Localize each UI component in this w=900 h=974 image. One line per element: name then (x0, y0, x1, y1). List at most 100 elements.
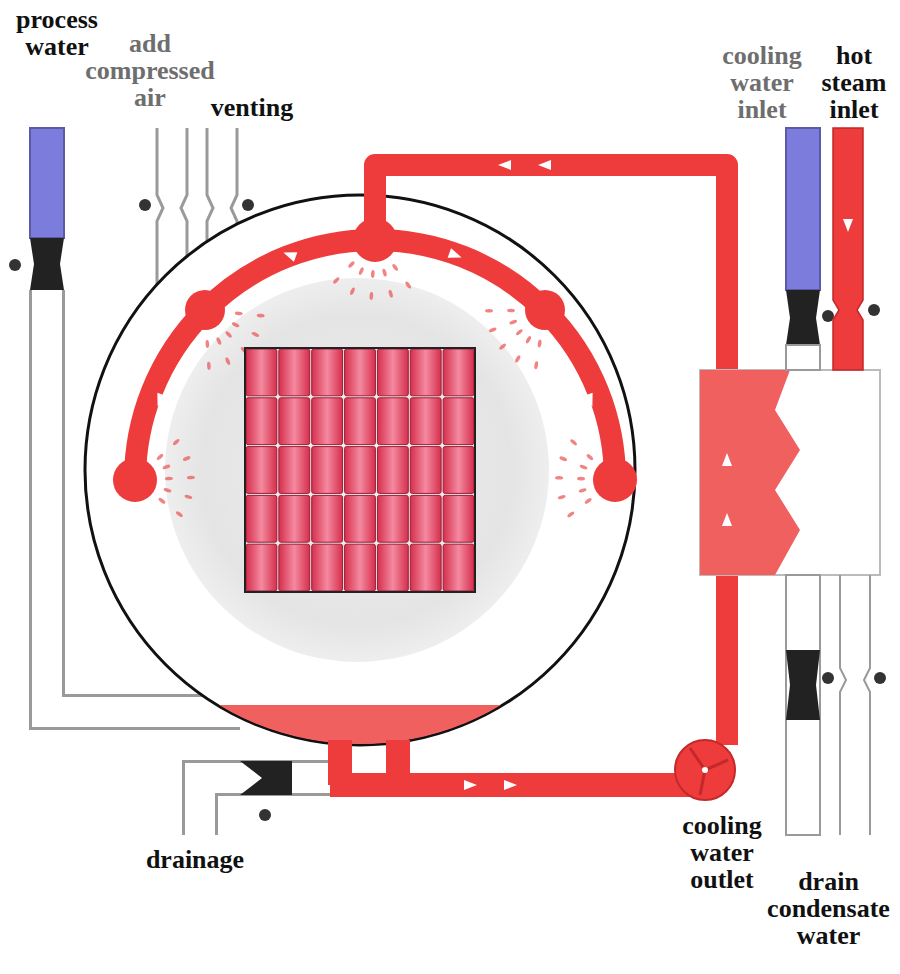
spray-drop (251, 331, 260, 338)
load-cylinder (443, 398, 474, 445)
spray-drop (347, 260, 355, 268)
valve-dot (874, 672, 886, 684)
spray-drop (175, 510, 184, 518)
blue-pipe (786, 128, 820, 290)
heat-exchanger (700, 370, 880, 575)
flow-arrow (504, 780, 517, 790)
spray-drop (404, 281, 412, 290)
pipe-outline (840, 575, 870, 835)
part-label: add compressed air (80, 30, 220, 111)
spray-drops (156, 260, 594, 518)
load-cylinder (246, 349, 277, 396)
spray-drop (586, 453, 594, 461)
load-cylinder (410, 544, 441, 591)
spray-drop (577, 477, 585, 481)
load-cylinder (410, 349, 441, 396)
flow-arrow (722, 513, 732, 526)
spray-drop (205, 340, 209, 348)
valve-dot (9, 259, 21, 271)
load-cylinder (279, 398, 310, 445)
spray-drop (332, 276, 340, 284)
flow-arrow (498, 160, 511, 170)
spray-drop (567, 510, 576, 518)
part-label: cooling water outlet (666, 812, 778, 893)
spray-drop (182, 455, 191, 461)
spray-drop (225, 330, 233, 338)
load-cylinder (345, 544, 376, 591)
load-cylinder (279, 447, 310, 494)
spray-drop (235, 311, 243, 315)
flow-arrow (583, 393, 597, 409)
flow-arrow (538, 160, 551, 170)
spray-drop (485, 309, 493, 313)
load-cylinder (345, 495, 376, 542)
load-cylinder (443, 495, 474, 542)
exchanger-shell (700, 370, 880, 575)
load-cylinder (312, 349, 343, 396)
flow-arrow (153, 393, 167, 409)
load-cylinder (377, 349, 408, 396)
spray-drop (225, 357, 232, 366)
flow-arrow (448, 248, 464, 262)
spray-drop (158, 497, 167, 505)
valve-dot (259, 809, 271, 821)
spray-drop (391, 263, 399, 272)
spray-drop (162, 464, 171, 470)
load-cylinder (279, 495, 310, 542)
load-cylinder (377, 495, 408, 542)
spray-drop (515, 328, 523, 336)
spray-drop (216, 337, 223, 346)
flow-arrow (464, 780, 477, 790)
spray-drop (488, 327, 497, 333)
spray-drop (231, 321, 240, 328)
part-label: cooling water inlet (707, 42, 817, 123)
exchanger-outlets (786, 575, 886, 835)
load-cylinder (377, 544, 408, 591)
part-label: drain condensate water (761, 868, 896, 949)
spray-drop (187, 476, 195, 480)
load-cylinder (410, 398, 441, 445)
load-cylinder (345, 398, 376, 445)
nozzle (185, 290, 225, 330)
spray-drop (349, 287, 356, 296)
spray-drop (507, 309, 515, 313)
spray-drop (555, 476, 563, 480)
load-cylinder (312, 398, 343, 445)
nozzle (593, 458, 637, 502)
spray-nozzles (113, 218, 637, 502)
spray-drop (509, 319, 518, 325)
part-label: hot steam inlet (812, 42, 896, 123)
spray-drop (163, 487, 172, 493)
part-label: venting (202, 94, 302, 121)
load-cylinder (279, 544, 310, 591)
water (80, 705, 640, 765)
spray-drop (498, 343, 506, 351)
valve (786, 290, 820, 345)
spray-drop (369, 292, 373, 300)
load-cylinder (443, 349, 474, 396)
spray-drop (257, 313, 265, 317)
load-cylinder (443, 544, 474, 591)
flow-arrow (722, 453, 732, 466)
autoclave-vessel (85, 195, 635, 745)
load-cylinder (246, 398, 277, 445)
spray-ring (135, 240, 615, 480)
flow-arrows (153, 160, 853, 790)
flow-arrow (282, 248, 298, 262)
bottom-pipes (200, 740, 690, 835)
inner-chamber (165, 278, 549, 662)
valve (786, 650, 820, 720)
spray-drop (557, 494, 566, 500)
valve (30, 238, 64, 290)
spray-drop (559, 456, 568, 462)
load-cylinder (410, 495, 441, 542)
blue-pipe (30, 128, 64, 238)
valve-dot (822, 672, 834, 684)
spray-drop (584, 497, 593, 505)
part-label: drainage (130, 846, 260, 873)
nozzle (113, 458, 157, 502)
valve-dot (139, 199, 151, 211)
load-cylinder (312, 447, 343, 494)
